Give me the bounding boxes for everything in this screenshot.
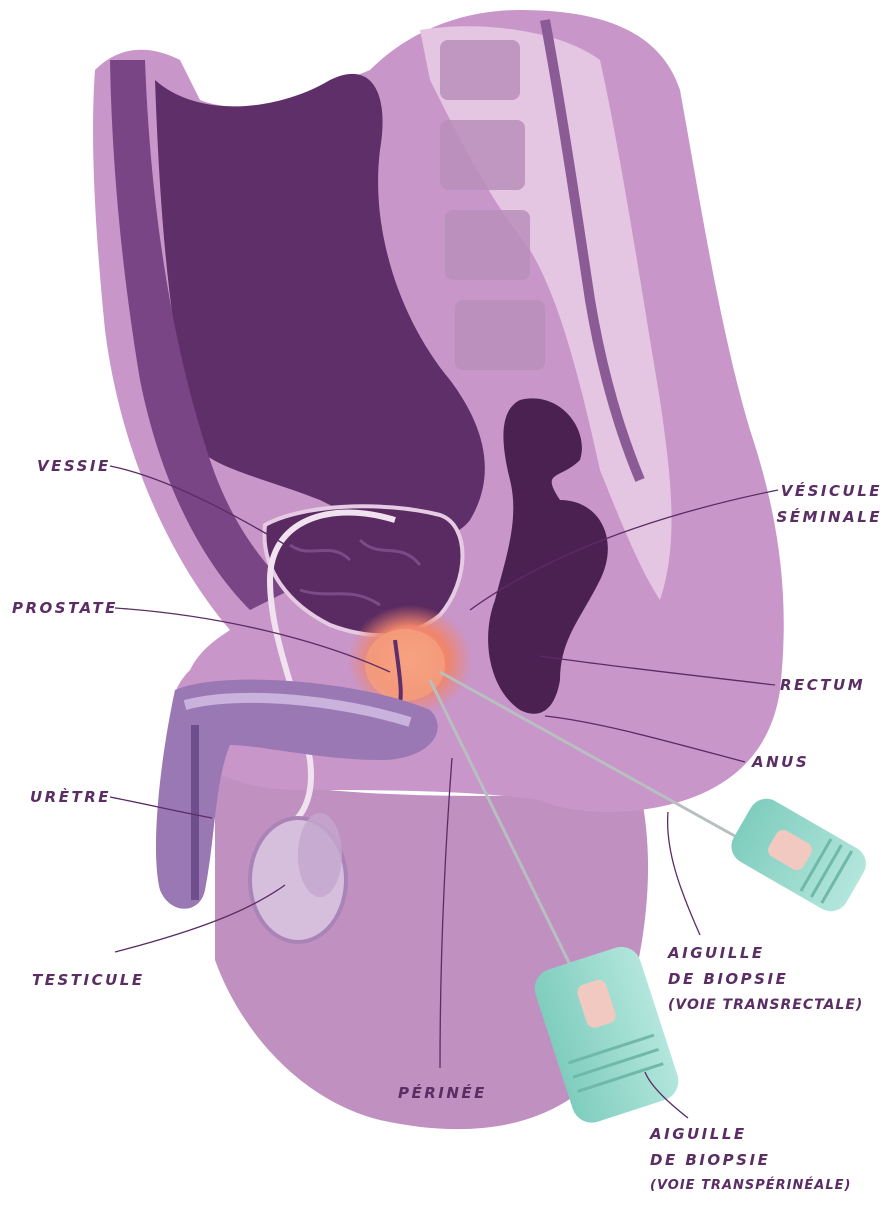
label-vesicule-line2: SÉMINALE <box>776 504 882 530</box>
label-vessie: VESSIE <box>37 453 111 479</box>
label-perinee: PÉRINÉE <box>398 1080 487 1106</box>
label-vesicule-seminale: VÉSICULE SÉMINALE <box>776 478 882 530</box>
label-uretre: URÈTRE <box>30 784 111 810</box>
label-transrectal-line2: DE BIOPSIE <box>668 966 863 992</box>
label-transrectal-line3: (VOIE TRANSRECTALE) <box>668 992 863 1018</box>
leader-transrectal <box>668 812 700 935</box>
label-transperineal-line2: DE BIOPSIE <box>650 1147 851 1173</box>
label-testicule: TESTICULE <box>32 967 145 993</box>
label-rectum: RECTUM <box>780 672 865 698</box>
label-prostate: PROSTATE <box>12 595 118 621</box>
label-transperineal-line1: AIGUILLE <box>650 1121 851 1147</box>
label-transrectal-line1: AIGUILLE <box>668 940 863 966</box>
label-transperineal-line3: (VOIE TRANSPÉRINÉALE) <box>650 1173 851 1199</box>
label-transrectal-needle: AIGUILLE DE BIOPSIE (VOIE TRANSRECTALE) <box>668 940 863 1018</box>
label-transperineal-needle: AIGUILLE DE BIOPSIE (VOIE TRANSPÉRINÉALE… <box>650 1121 851 1199</box>
label-anus: ANUS <box>752 749 809 775</box>
label-vesicule-line1: VÉSICULE <box>776 478 882 504</box>
